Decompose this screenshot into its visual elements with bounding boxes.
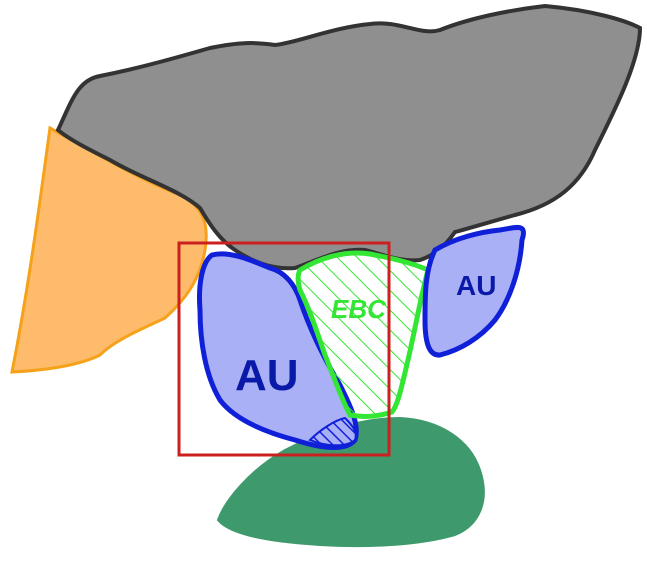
label-au-left: AU — [235, 351, 299, 400]
label-au-right: AU — [456, 270, 496, 301]
label-ebc: EBC — [331, 294, 387, 324]
